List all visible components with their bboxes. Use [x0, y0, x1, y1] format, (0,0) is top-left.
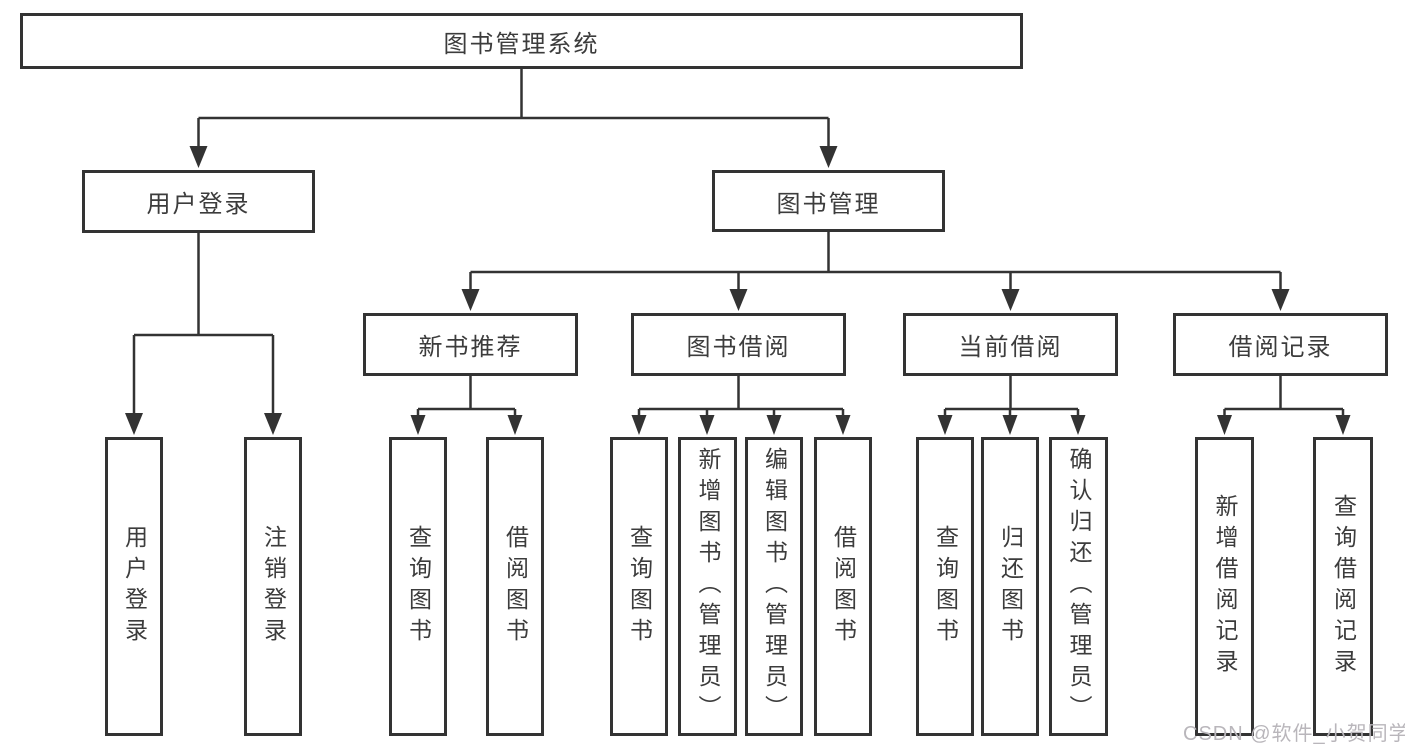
node-confirm-return-admin: 确认归还（管理员）	[1049, 437, 1108, 736]
node-query-books-borrowing: 查询图书	[610, 437, 668, 736]
node-add-book-admin: 新增图书（管理员）	[678, 437, 737, 736]
node-query-books-recommend: 查询图书	[389, 437, 447, 736]
node-borrow-books-recommend: 借阅图书	[486, 437, 544, 736]
node-current-borrowing: 当前借阅	[903, 313, 1118, 376]
node-user-login: 用户登录	[105, 437, 163, 736]
node-edit-book-admin: 编辑图书（管理员）	[745, 437, 803, 736]
node-borrow-books: 借阅图书	[814, 437, 872, 736]
node-query-books-current: 查询图书	[916, 437, 974, 736]
node-return-books: 归还图书	[981, 437, 1039, 736]
watermark: CSDN @软件_小贺同学	[1183, 723, 1405, 745]
node-add-borrow-record: 新增借阅记录	[1195, 437, 1254, 736]
node-borrow-records: 借阅记录	[1173, 313, 1388, 376]
node-book-management-branch: 图书管理	[712, 170, 945, 232]
node-query-borrow-record: 查询借阅记录	[1313, 437, 1373, 736]
node-book-borrowing: 图书借阅	[631, 313, 846, 376]
node-new-book-recommend: 新书推荐	[363, 313, 578, 376]
arrowhead-icons	[125, 146, 1351, 435]
node-user-login-branch: 用户登录	[82, 170, 315, 233]
node-logout: 注销登录	[244, 437, 302, 736]
node-root-system: 图书管理系统	[20, 13, 1023, 69]
